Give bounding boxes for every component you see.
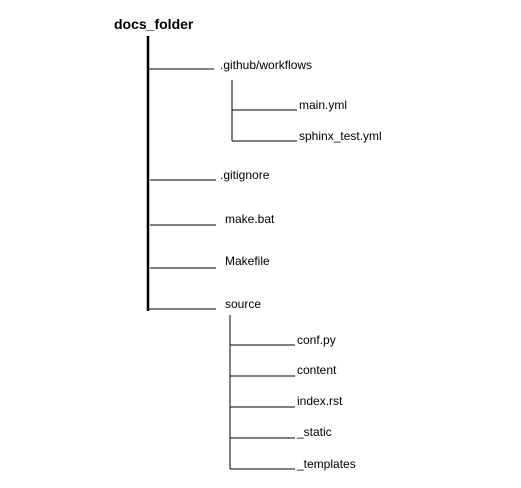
root-folder-label: docs_folder — [114, 16, 194, 32]
file-label-gitignore: .gitignore — [220, 168, 270, 182]
folder-label-source: source — [225, 297, 262, 311]
file-label-conf-py: conf.py — [297, 333, 336, 347]
file-label-makefile: Makefile — [225, 254, 270, 268]
file-label-make-bat: make.bat — [225, 212, 275, 226]
folder-label-content: content — [297, 363, 337, 377]
folder-label-github-workflows: .github/workflows — [220, 58, 313, 72]
folder-label-templates: _templates — [297, 457, 356, 471]
file-label-index-rst: index.rst — [297, 394, 343, 408]
file-label-main-yml: main.yml — [299, 98, 348, 112]
folder-label-static: _static — [297, 425, 332, 439]
file-label-sphinx-test-yml: sphinx_test.yml — [299, 129, 382, 143]
